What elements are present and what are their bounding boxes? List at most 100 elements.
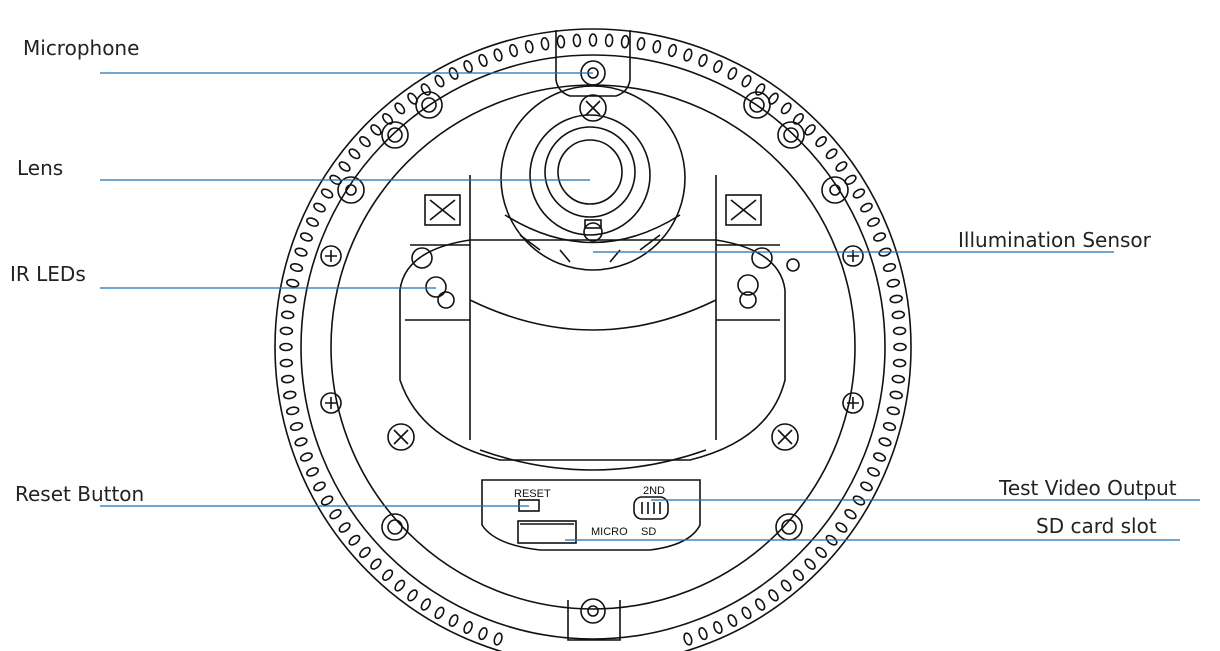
knurl-tooth (755, 83, 766, 96)
callout-lens: Lens (17, 156, 64, 180)
knurl-tooth (860, 202, 873, 213)
knurl-tooth (478, 53, 488, 67)
control-panel (481, 479, 701, 551)
callout-ir-leds: IR LEDs (10, 262, 86, 286)
knurl-tooth (279, 342, 293, 352)
knurl-tooth (893, 342, 907, 352)
knurl-tooth (394, 579, 406, 592)
knurl-tooth (886, 406, 901, 416)
knurl-tooth (306, 467, 319, 477)
knurl-tooth (338, 522, 351, 533)
knurl-tooth (478, 627, 488, 641)
knurl-tooth (285, 406, 300, 416)
micro-marking: MICRO (591, 526, 628, 538)
knurl-tooth (604, 33, 614, 48)
knurl-tooth (280, 374, 295, 384)
knurl-tooth (886, 278, 901, 288)
knurl-tooth (713, 60, 723, 73)
knurl-tooth (882, 262, 897, 273)
callout-sd-card-slot: SD card slot (1036, 514, 1157, 538)
knurl-tooth (299, 232, 313, 242)
callout-microphone: Microphone (23, 36, 140, 60)
dome-housing (399, 239, 786, 461)
sd-card-slot (517, 520, 577, 544)
second-marking: 2ND (643, 485, 665, 497)
knurl-tooth (279, 326, 294, 336)
knurl-tooth (698, 53, 708, 67)
knurl-tooth (878, 437, 892, 447)
knurl-tooth (556, 34, 566, 49)
knurl-tooth (815, 546, 827, 558)
knurl-tooth (370, 124, 382, 136)
knurl-tooth (572, 33, 582, 48)
knurl-tooth (420, 598, 431, 611)
knurl-tooth (289, 262, 304, 273)
knurl-tooth (892, 326, 907, 336)
knurl-tooth (283, 390, 297, 400)
knurl-tooth (683, 48, 693, 62)
knurl-tooth (420, 83, 431, 96)
knurl-tooth (741, 606, 752, 620)
knurl-tooth (306, 217, 319, 227)
knurl-tooth (382, 569, 394, 581)
knurl-tooth (279, 358, 294, 368)
knurl-tooth (889, 294, 903, 304)
knurl-tooth (780, 579, 792, 592)
knurl-tooth (873, 232, 887, 242)
knurl-tooth (359, 546, 371, 558)
knurl-tooth (338, 161, 351, 172)
plus-screws (320, 245, 864, 414)
knurl-tooth (463, 60, 473, 73)
knurl-tooth (313, 481, 326, 492)
knurl-tooth (768, 589, 779, 602)
knurl-tooth (852, 188, 866, 199)
callout-test-video-output: Test Video Output (999, 476, 1177, 500)
top-tab (555, 30, 631, 97)
knurl-tooth (792, 569, 804, 581)
knurl-tooth (493, 48, 503, 62)
knurl-tooth (835, 161, 848, 172)
knurl-tooth (844, 509, 857, 520)
knurl-tooth (891, 310, 906, 320)
knurl-tooth (370, 558, 382, 570)
knurl-tooth (713, 621, 723, 634)
knurl-tooth (780, 102, 792, 115)
outer-ring (274, 28, 912, 651)
leader-lines (100, 72, 1200, 541)
knurl-tooth (588, 33, 598, 47)
knurl-tooth (867, 467, 880, 477)
knurl-tooth (667, 43, 678, 58)
illumination-sensor-bump (583, 219, 603, 242)
knurl-tooth (852, 495, 866, 506)
knurl-tooth (394, 102, 406, 115)
housing-band (469, 299, 717, 331)
callout-reset-button: Reset Button (15, 482, 145, 506)
knurl-tooth (294, 247, 308, 257)
knurled-teeth (279, 33, 907, 646)
knurl-tooth (860, 481, 873, 492)
knurl-tooth (727, 614, 738, 627)
knurl-tooth (524, 39, 534, 54)
knurl-tooth (434, 606, 445, 620)
knurl-tooth (844, 174, 857, 185)
screw-holes (381, 91, 805, 541)
lens-ring-outer (500, 85, 686, 271)
knurl-tooth (283, 294, 297, 304)
knurl-tooth (835, 522, 848, 533)
knurl-tooth (320, 188, 334, 199)
knurl-tooth (540, 37, 550, 51)
knurl-tooth (741, 74, 752, 88)
knurl-tooth (792, 113, 804, 125)
knurl-tooth (463, 621, 473, 634)
reset-marking: RESET (514, 488, 551, 500)
housing-sides (469, 175, 717, 440)
knurl-tooth (448, 67, 459, 80)
knurl-tooth (320, 495, 334, 506)
sd-marking: SD (641, 526, 656, 538)
knurl-tooth (448, 614, 459, 627)
knurl-tooth (873, 452, 887, 462)
knurl-tooth (804, 558, 816, 570)
screw-top (579, 94, 607, 122)
